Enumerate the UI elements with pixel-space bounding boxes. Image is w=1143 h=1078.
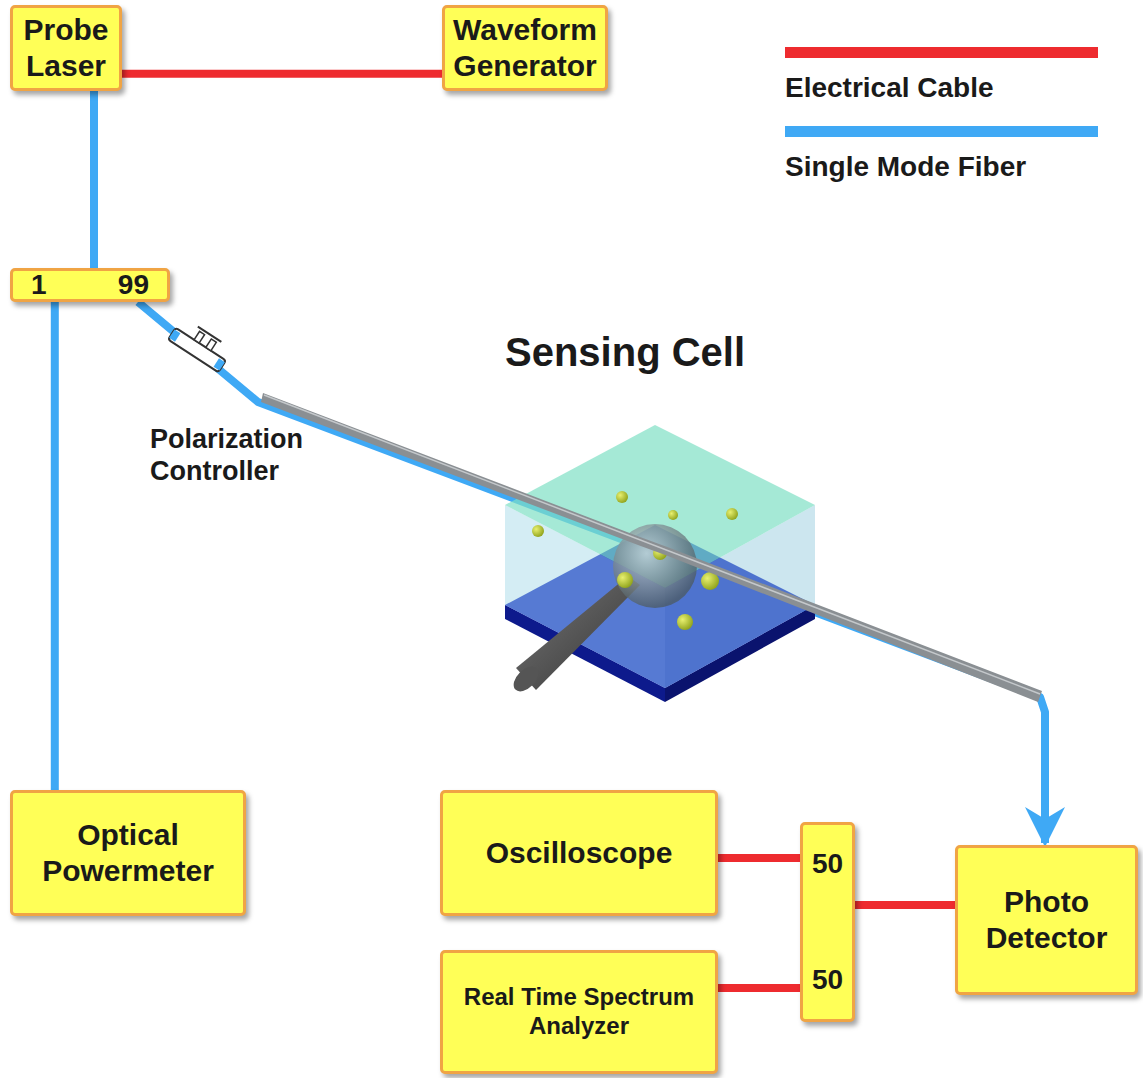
optical-fiber — [90, 91, 98, 268]
fiber-highlight — [264, 395, 1040, 694]
tapered-fiber — [261, 393, 1042, 702]
legend-text: Electrical Cable — [785, 72, 1098, 104]
instrument-box: Oscilloscope — [440, 790, 718, 916]
legend-entry: Electrical Cable — [785, 47, 1098, 104]
instrument-box: Photo Detector — [955, 845, 1138, 995]
node-text: Waveform Generator — [453, 12, 597, 84]
node-text: 50 — [812, 847, 843, 881]
optical-fiber — [51, 302, 59, 790]
electrical-cable — [718, 984, 800, 992]
legend-text: Single Mode Fiber — [785, 151, 1098, 183]
polarization-controller — [168, 317, 233, 372]
instrument-box: Optical Powermeter — [10, 790, 246, 916]
fiber-coupler: 1 99 — [10, 268, 170, 302]
legend-entry: Single Mode Fiber — [785, 126, 1098, 183]
part-label: Polarization Controller — [150, 423, 320, 488]
instrument-box: Probe Laser — [10, 5, 122, 91]
node-text: 99 — [118, 268, 149, 302]
node-text: Oscilloscope — [486, 835, 673, 871]
fiber-coupler: 50 50 — [800, 822, 855, 1022]
node-text: 1 — [31, 268, 47, 302]
section-title: Sensing Cell — [505, 328, 805, 376]
electrical-cable — [122, 70, 442, 78]
electrical-cable — [718, 854, 800, 862]
node-text: Real Time Spectrum Analyzer — [451, 983, 707, 1041]
node-text: Photo Detector — [966, 884, 1127, 956]
legend-swatch — [785, 126, 1098, 137]
legend-swatch — [785, 47, 1098, 58]
electrical-cable — [855, 901, 955, 909]
instrument-box: Waveform Generator — [442, 5, 608, 91]
node-text: 50 — [812, 963, 843, 997]
instrument-box: Real Time Spectrum Analyzer — [440, 950, 718, 1074]
node-text: Optical Powermeter — [21, 817, 235, 889]
probe-base — [509, 662, 543, 696]
optical-fiber — [138, 302, 1045, 843]
node-text: Probe Laser — [21, 12, 111, 84]
